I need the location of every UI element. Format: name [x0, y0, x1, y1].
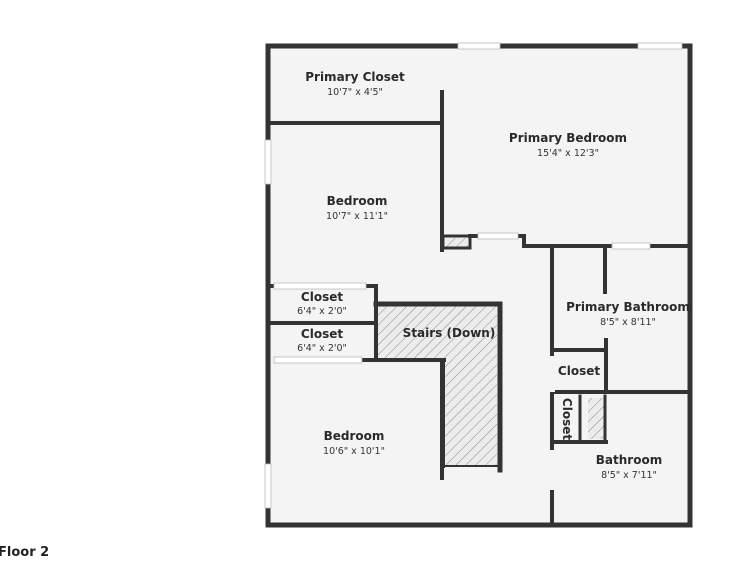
primary-bedroom-name: Primary Bedroom — [509, 131, 627, 145]
closet-2-dims: 6'4" x 2'0" — [297, 343, 347, 354]
window-top-right — [638, 43, 682, 49]
window-left-upper — [265, 140, 271, 184]
bedroom-1-dims: 10'7" x 11'1" — [326, 211, 388, 222]
window-left-lower — [265, 464, 271, 508]
bedroom-2-name: Bedroom — [324, 429, 385, 443]
closet-1-name: Closet — [301, 290, 343, 304]
bathroom-dims: 8'5" x 7'11" — [601, 470, 657, 481]
closet-2-name: Closet — [301, 327, 343, 341]
room-labels: Primary Closet 10'7" x 4'5" Primary Bedr… — [297, 70, 690, 481]
window-top-left — [458, 43, 500, 49]
primary-closet-name: Primary Closet — [305, 70, 405, 84]
primary-bathroom-dims: 8'5" x 8'11" — [600, 317, 656, 328]
closet-3-name: Closet — [558, 364, 600, 378]
closet-1-dims: 6'4" x 2'0" — [297, 306, 347, 317]
bedroom-1-name: Bedroom — [327, 194, 388, 208]
bedroom-2-dims: 10'6" x 10'1" — [323, 446, 385, 457]
openings — [265, 43, 682, 520]
primary-closet-dims: 10'7" x 4'5" — [327, 87, 383, 98]
stairs-hatch — [378, 306, 497, 466]
opening-outlines — [264, 42, 683, 509]
hatch-block-closet — [588, 398, 605, 439]
floor-label: Floor 2 — [0, 545, 50, 560]
stairs-name: Stairs (Down) — [403, 326, 496, 340]
hatch-block-small — [446, 238, 468, 247]
closet-4-name: Closet — [560, 398, 574, 440]
primary-bathroom-name: Primary Bathroom — [566, 300, 690, 314]
primary-bedroom-dims: 15'4" x 12'3" — [537, 148, 599, 159]
bathroom-name: Bathroom — [596, 453, 662, 467]
